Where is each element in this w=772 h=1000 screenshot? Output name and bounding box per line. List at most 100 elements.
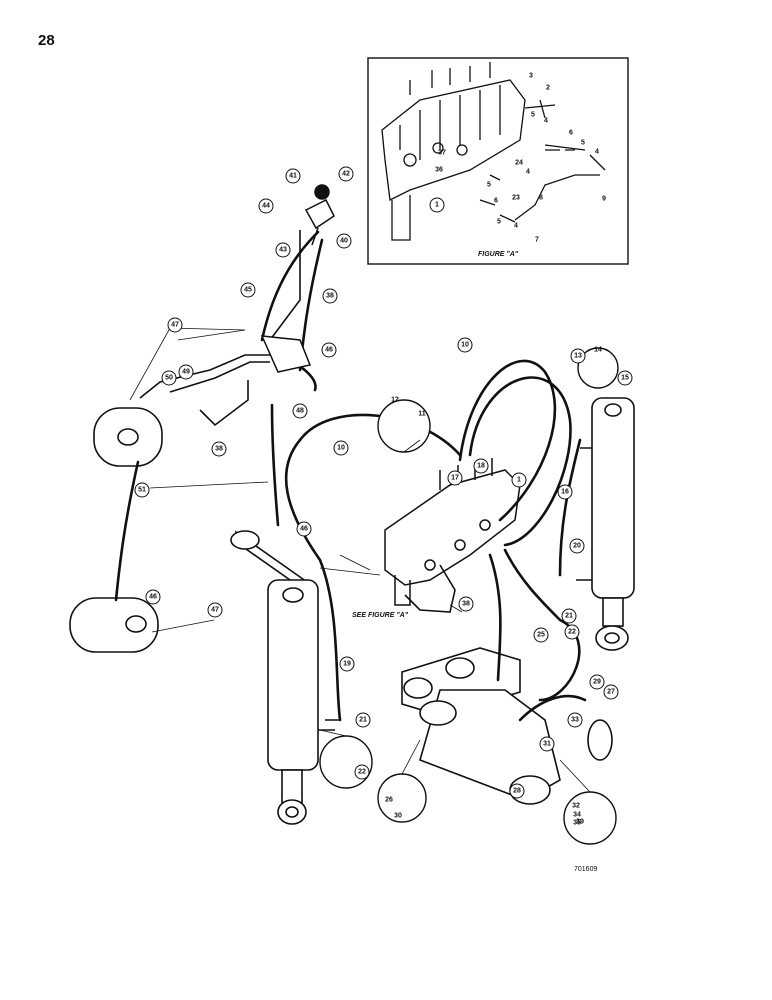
callout-circle-11-12 [377, 399, 431, 453]
callout-30: 30 [394, 813, 402, 820]
callout-number: 39 [576, 819, 584, 826]
callout-ring [509, 783, 525, 799]
callout-ring [333, 440, 349, 456]
callout-number: 33 [571, 717, 579, 724]
callout-number: 12 [391, 397, 399, 404]
callout-number: 46 [325, 347, 333, 354]
callout-6: 6 [569, 130, 573, 137]
callout-number: 1 [435, 202, 439, 209]
callout-number: 13 [574, 353, 582, 360]
callout-25: 25 [533, 627, 549, 643]
callout-number: 49 [182, 369, 190, 376]
callout-ring [557, 484, 573, 500]
callout-number: 1 [517, 477, 521, 484]
callout-49: 49 [178, 364, 194, 380]
callout-47-2: 47 [207, 602, 223, 618]
callout-number: 26 [385, 797, 393, 804]
callout-ring [178, 364, 194, 380]
callout-ring [589, 674, 605, 690]
callout-16: 16 [557, 484, 573, 500]
callout-4-4: 4 [514, 223, 518, 230]
callout-number: 27 [607, 689, 615, 696]
callout-48: 48 [292, 403, 308, 419]
callout-number: 3 [529, 73, 533, 80]
callout-number: 4 [595, 149, 599, 156]
callout-ring [539, 736, 555, 752]
callout-number: 32 [572, 803, 580, 810]
callout-ring [355, 712, 371, 728]
callout-number: 31 [543, 741, 551, 748]
callout-21: 21 [561, 608, 577, 624]
callout-39: 39 [576, 819, 584, 826]
callout-ring [569, 538, 585, 554]
callout-number: 38 [326, 293, 334, 300]
callout-number: 5 [497, 219, 501, 226]
callout-number: 14 [594, 347, 602, 354]
callout-35: 35 [573, 820, 581, 827]
callout-ring [145, 589, 161, 605]
callout-38-2: 38 [211, 441, 227, 457]
callout-number: 38 [215, 446, 223, 453]
callout-number: 18 [477, 463, 485, 470]
lift-cylinder-right [576, 397, 635, 651]
callout-ring [617, 370, 633, 386]
callout-ring [338, 166, 354, 182]
callout-32: 32 [572, 803, 580, 810]
callout-number: 10 [337, 445, 345, 452]
callout-number: 40 [340, 238, 348, 245]
callout-ring [292, 403, 308, 419]
callout-number: 44 [262, 203, 270, 210]
callout-ring [533, 627, 549, 643]
callout-14: 14 [594, 347, 602, 354]
callout-number: 23 [512, 195, 520, 202]
callout-7: 7 [535, 237, 539, 244]
callout-number: 35 [573, 820, 581, 827]
see-figure-a-note: SEE FIGURE "A" [352, 612, 409, 619]
callout-ring [457, 337, 473, 353]
callout-51: 51 [134, 482, 150, 498]
callout-ring [429, 197, 445, 213]
callout-ring [211, 441, 227, 457]
callout-38-3: 38 [458, 596, 474, 612]
callout-number: 28 [513, 788, 521, 795]
callout-34: 34 [573, 812, 581, 819]
callout-42: 42 [338, 166, 354, 182]
callout-5-2: 5 [581, 140, 585, 147]
callout-4-2: 4 [595, 149, 599, 156]
callout-50: 50 [161, 370, 177, 386]
callout-43: 43 [275, 242, 291, 258]
callout-ring [567, 712, 583, 728]
callout-5-3: 5 [487, 182, 491, 189]
callout-number: 2 [546, 85, 550, 92]
left-reservoir-cylinders [69, 407, 163, 653]
callout-ring [258, 198, 274, 214]
callout-number: 5 [581, 140, 585, 147]
callout-45: 45 [240, 282, 256, 298]
callout-37: 37 [438, 150, 446, 157]
callout-8: 8 [539, 195, 543, 202]
callout-46: 46 [321, 342, 337, 358]
callout-number: 11 [418, 411, 426, 418]
figure-a-valve-block [381, 62, 606, 241]
callout-number: 4 [514, 223, 518, 230]
callout-24: 24 [515, 160, 523, 167]
callout-ring [458, 596, 474, 612]
lift-cylinder-left [230, 530, 340, 825]
control-lever [260, 184, 335, 373]
callout-number: 21 [359, 717, 367, 724]
callout-44: 44 [258, 198, 274, 214]
callout-15: 15 [617, 370, 633, 386]
callout-circle-32-35 [563, 791, 617, 845]
callout-22-2: 22 [354, 764, 370, 780]
callout-ring [134, 482, 150, 498]
callout-ring [511, 472, 527, 488]
callout-ring [473, 458, 489, 474]
callout-number: 5 [531, 112, 535, 119]
callout-1-2: 1 [511, 472, 527, 488]
callout-ring [167, 317, 183, 333]
callout-number: 30 [394, 813, 402, 820]
callout-number: 34 [573, 812, 581, 819]
callout-41: 41 [285, 168, 301, 184]
callout-22: 22 [564, 624, 580, 640]
